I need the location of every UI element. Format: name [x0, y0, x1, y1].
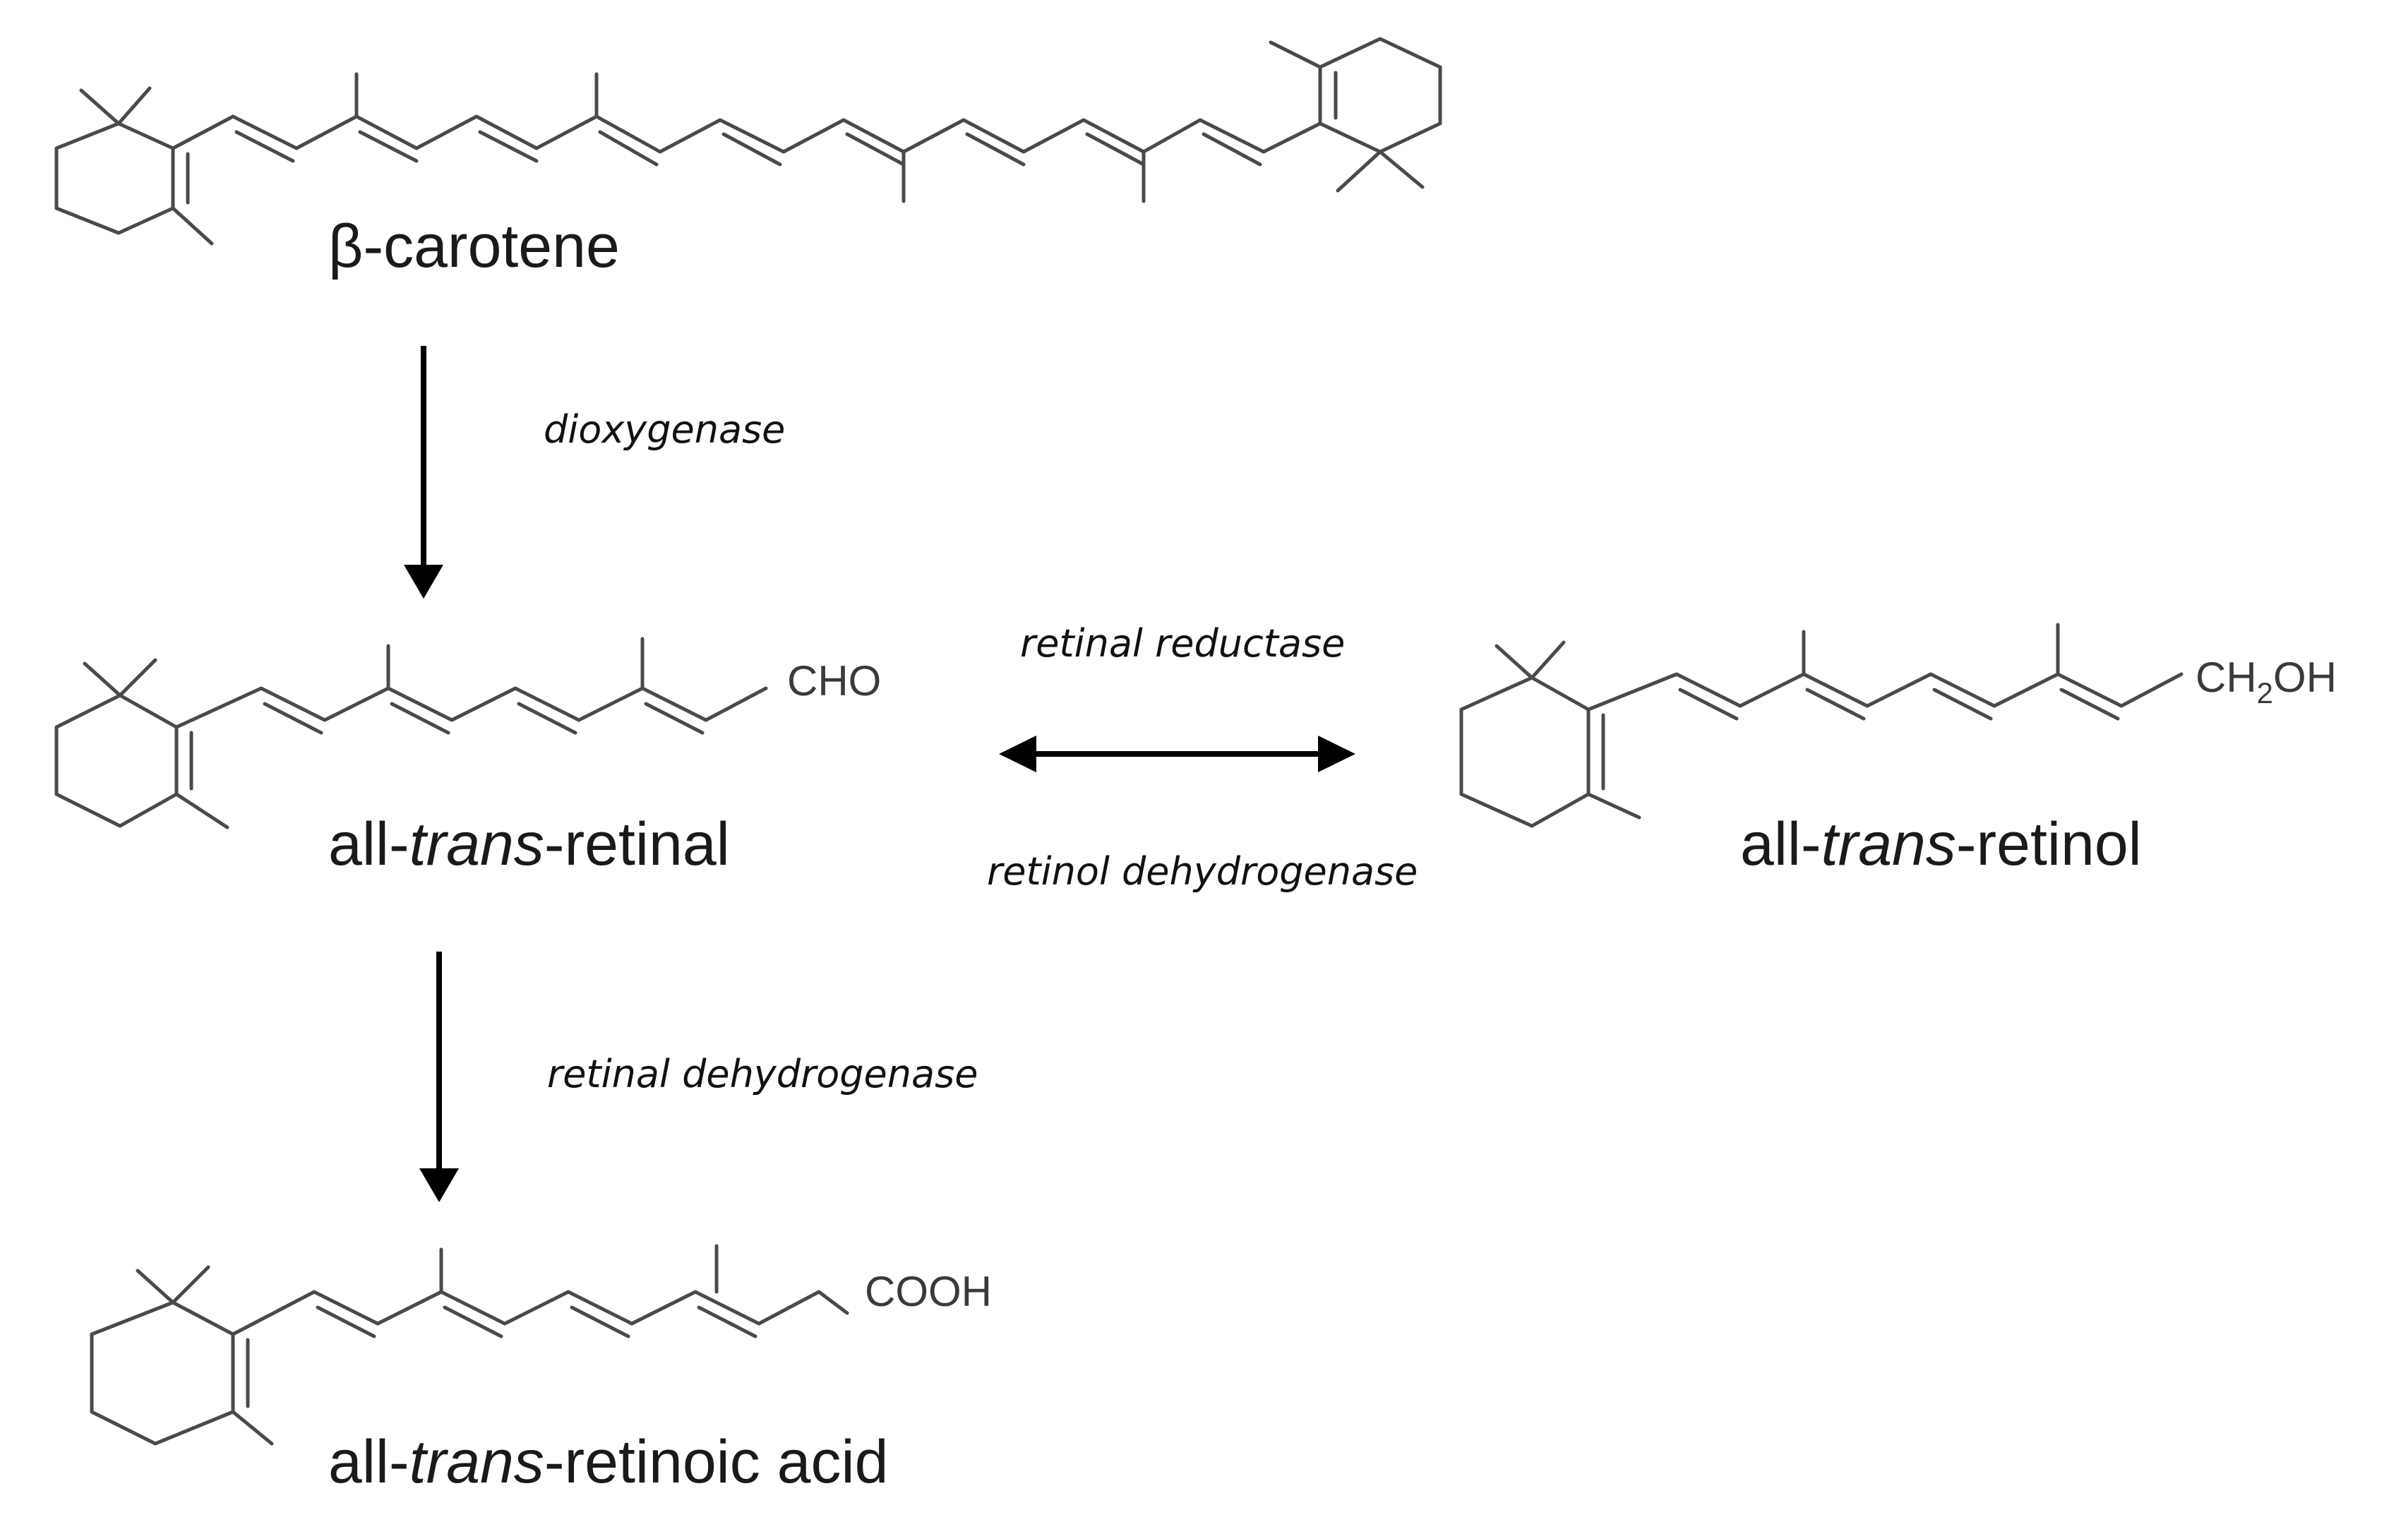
- retinoic-acid-label-suffix: -retinoic acid: [544, 1428, 889, 1496]
- retinoic-acid-label-prefix: all-: [328, 1428, 409, 1496]
- retinal-dehydrogenase-label: retinal dehydrogenase: [547, 1052, 978, 1096]
- retinol-ch2oh-group: CH2OH: [2196, 654, 2337, 709]
- all-trans-retinal-label: all-trans-retinal: [328, 810, 730, 878]
- beta-carotene-structure: [54, 37, 1442, 246]
- retinoic-acid-label-italic: trans: [409, 1428, 544, 1496]
- reversible-arrowhead-left: [999, 736, 1036, 772]
- retinol-dehydrogenase-label: retinol dehydrogenase: [987, 849, 1418, 894]
- retinol-group-subscript: 2: [2257, 676, 2273, 709]
- retinol-label-italic: trans: [1821, 810, 1956, 878]
- all-trans-retinoic-acid-label: all-trans-retinoic acid: [328, 1428, 888, 1496]
- retinal-cho-group: CHO: [787, 657, 881, 705]
- all-trans-retinol-structure: [1459, 623, 2184, 828]
- retinal-reductase-label: retinal reductase: [1020, 621, 1345, 666]
- retinol-label-suffix: -retinol: [1956, 810, 2142, 878]
- retinal-label-italic: trans: [409, 810, 544, 878]
- dioxygenase-label: dioxygenase: [544, 407, 785, 452]
- retinal-label-suffix: -retinal: [544, 810, 730, 878]
- all-trans-retinol-label: all-trans-retinol: [1740, 810, 2142, 878]
- dioxygenase-arrowhead: [404, 565, 443, 599]
- reversible-arrowhead-right: [1318, 736, 1355, 772]
- beta-carotene-label: β-carotene: [328, 212, 620, 280]
- retinal-label-prefix: all-: [328, 810, 409, 878]
- retinal-dehydrogenase-arrowhead: [419, 1168, 459, 1202]
- retinoic-acid-cooh-group: COOH: [865, 1268, 992, 1315]
- retinol-group-ch: CH: [2196, 654, 2257, 701]
- all-trans-retinal-structure: [54, 637, 768, 829]
- all-trans-retinoic-acid-structure: [90, 1244, 849, 1446]
- retinol-group-oh: OH: [2273, 654, 2337, 701]
- retinol-label-prefix: all-: [1740, 810, 1821, 878]
